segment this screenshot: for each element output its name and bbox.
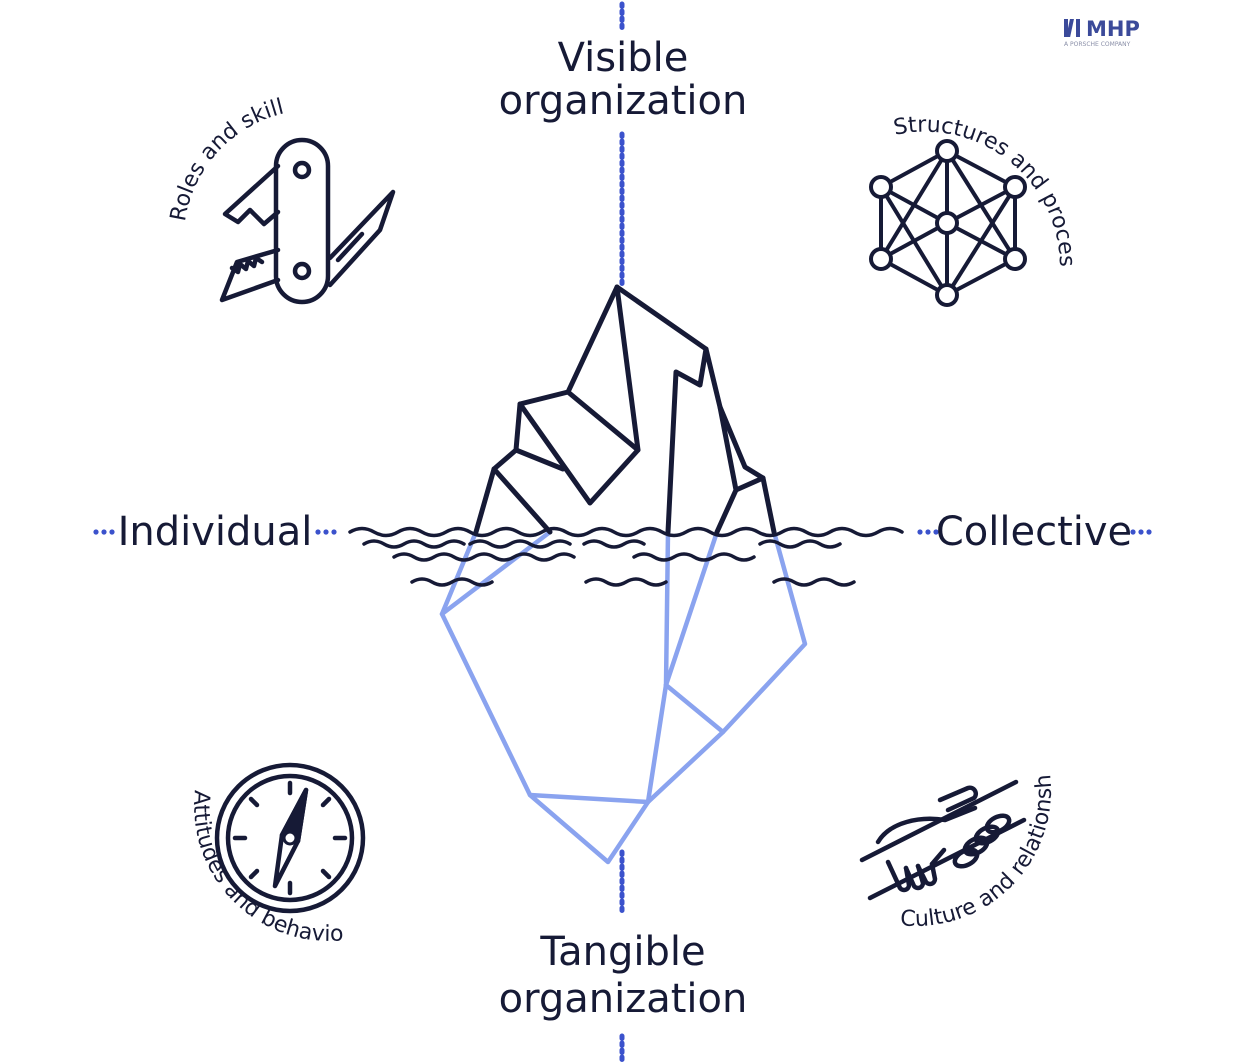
top-label-line2: organization (499, 78, 748, 124)
bottom-label-line1: Tangible (539, 929, 705, 975)
horizontal-axis (93, 529, 1152, 535)
bottom-label-line2: organization (499, 976, 748, 1022)
structures-and-processes-label: Structures and processes (0, 0, 1079, 267)
logo-tagline: A PORSCHE COMPANY (1064, 41, 1131, 48)
mhp-logo: MHP A PORSCHE COMPANY (1064, 17, 1140, 48)
roles-and-skills-label: Roles and skills (0, 0, 286, 223)
pocket-knife-icon (219, 137, 396, 305)
handshake-icon (859, 779, 1027, 901)
top-label-line1: Visible (558, 35, 689, 81)
left-label: Individual (118, 509, 313, 555)
network-icon (869, 139, 1027, 307)
iceberg-tip (473, 284, 777, 535)
water-waves (348, 526, 904, 587)
logo-text: MHP (1086, 17, 1140, 41)
compass-icon (214, 762, 366, 914)
right-label: Collective (936, 509, 1132, 555)
